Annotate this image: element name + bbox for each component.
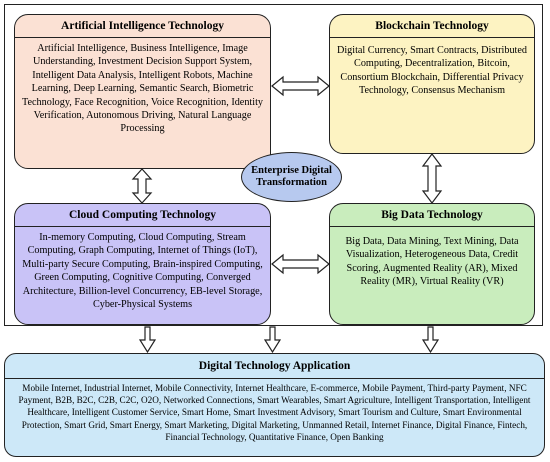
big-data-title: Big Data Technology [381,209,483,221]
cloud-computing-title: Cloud Computing Technology [69,209,216,221]
big-data-box: Big Data Technology Big Data, Data Minin… [329,203,535,325]
down-arrow-1 [138,326,157,354]
down-arrow-2 [263,326,282,354]
big-data-divider [330,226,534,227]
cloud-computing-list: In-memory Computing, Cloud Computing, St… [22,232,263,311]
cloud-bigdata-arrow [271,253,330,275]
ai-blockchain-arrow [271,75,330,97]
big-data-list: Big Data, Data Mining, Text Mining, Data… [345,236,519,288]
cloud-computing-box: Cloud Computing Technology In-memory Com… [14,203,271,325]
digital-technology-application-box: Digital Technology Application Mobile In… [4,353,545,457]
down-arrow-3 [421,326,440,354]
blockchain-technology-list: Digital Currency, Smart Contracts, Distr… [336,45,528,97]
blockchain-bigdata-arrow [421,153,443,204]
blockchain-technology-box: Blockchain Technology Digital Currency, … [329,14,535,154]
application-title: Digital Technology Application [198,360,351,372]
ai-cloud-arrow [131,168,153,204]
application-divider [5,378,544,379]
ai-technology-box: Artificial Intelligence Technology Artif… [14,14,271,169]
enterprise-frame [4,4,543,326]
enterprise-digital-transformation-oval: Enterprise Digital Transformation [241,152,342,202]
application-list: Mobile Internet, Industrial Internet, Mo… [18,383,531,442]
ai-technology-list: Artificial Intelligence, Business Intell… [22,43,263,135]
cloud-divider [15,226,270,227]
blockchain-technology-title: Blockchain Technology [375,20,489,32]
ai-technology-title: Artificial Intelligence Technology [61,20,224,32]
ai-divider [15,37,270,38]
blockchain-divider [330,37,534,38]
